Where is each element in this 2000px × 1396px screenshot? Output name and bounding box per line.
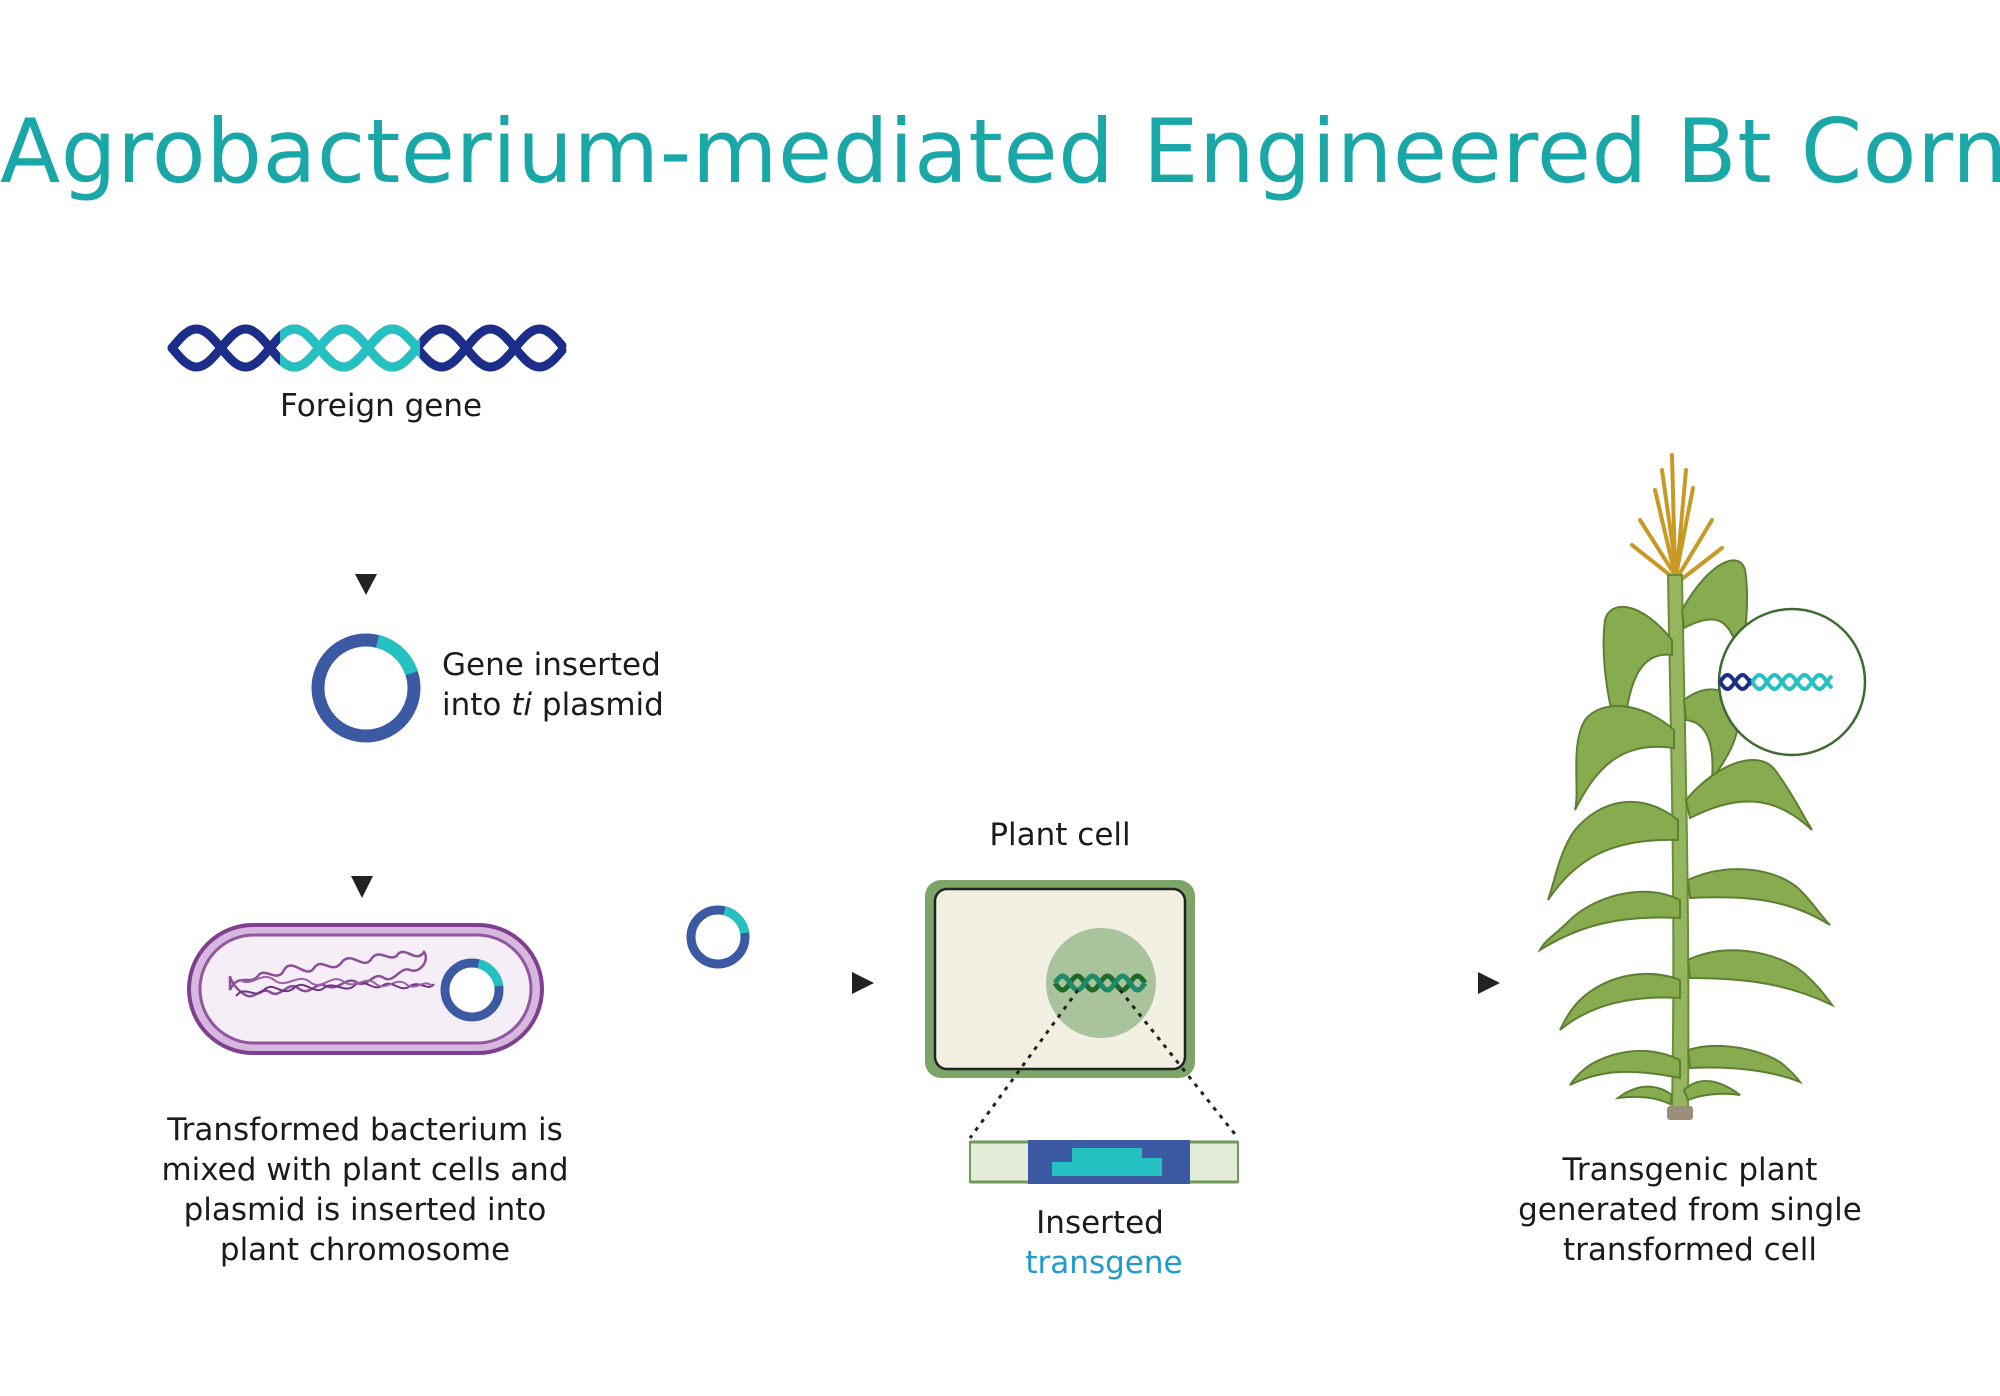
plant-cell-icon	[925, 880, 1240, 1139]
bacterium-label-line1: Transformed bacterium is	[167, 1112, 563, 1148]
plant-cell-label: Plant cell	[989, 817, 1131, 853]
plasmid-label-line2: into ti plasmid	[442, 685, 664, 725]
bacterium-icon	[187, 923, 544, 1055]
stalk-base	[1667, 1106, 1693, 1120]
plant-label-line1: Transgenic plant	[1562, 1152, 1818, 1188]
tassel	[1630, 453, 1724, 584]
bacterial-chromosome-loop	[239, 975, 433, 988]
plasmid-ring-icon	[311, 633, 421, 743]
bacterium-label: Transformed bacterium is mixed with plan…	[150, 1110, 580, 1270]
nucleus-dna-icon	[1052, 973, 1148, 993]
diagram-title: Agrobacterium-mediated Engineered Bt Cor…	[0, 100, 2000, 203]
plasmid-ring-icon	[440, 958, 504, 1022]
inserted-transgene-label: Inserted transgene	[1000, 1203, 1200, 1283]
plasmid-label: Gene inserted into ti plasmid	[442, 645, 664, 725]
bacterial-chromosome	[228, 949, 427, 998]
foreign-gene-label: Foreign gene	[280, 388, 483, 424]
dna-strand-teal-b	[280, 324, 420, 372]
arrow-icon	[355, 455, 377, 595]
arrow-icon	[351, 760, 373, 898]
transgene-label: transgene	[1025, 1245, 1183, 1281]
bacterial-chromosome-loop	[235, 981, 435, 997]
corn-plant-icon	[1537, 453, 1867, 1120]
transgenic-plant-label: Transgenic plant generated from single t…	[1500, 1150, 1880, 1270]
plasmid-label-italic: ti	[511, 687, 533, 723]
dna-helix-icon	[167, 324, 567, 372]
zoom-circle	[1717, 607, 1867, 757]
arrow-icon	[1240, 972, 1500, 994]
plant-label-line2: generated from single	[1518, 1192, 1862, 1228]
inserted-label: Inserted	[1036, 1205, 1164, 1241]
plasmid-label-suffix: plasmid	[532, 687, 664, 723]
transgene-block	[1052, 1148, 1162, 1176]
plant-label-line3: transformed cell	[1563, 1232, 1817, 1268]
plasmid-label-line1: Gene inserted	[442, 647, 661, 683]
plasmid-label-prefix: into	[442, 687, 512, 723]
chromosome-segment-icon	[969, 1140, 1239, 1184]
bacterium-label-line3: plasmid is inserted into	[183, 1192, 547, 1228]
plasmid-ring-icon	[686, 905, 750, 969]
arrow-icon	[570, 972, 874, 994]
bacterium-label-line4: plant chromosome	[219, 1232, 511, 1268]
bacterium-label-line2: mixed with plant cells and	[161, 1152, 569, 1188]
